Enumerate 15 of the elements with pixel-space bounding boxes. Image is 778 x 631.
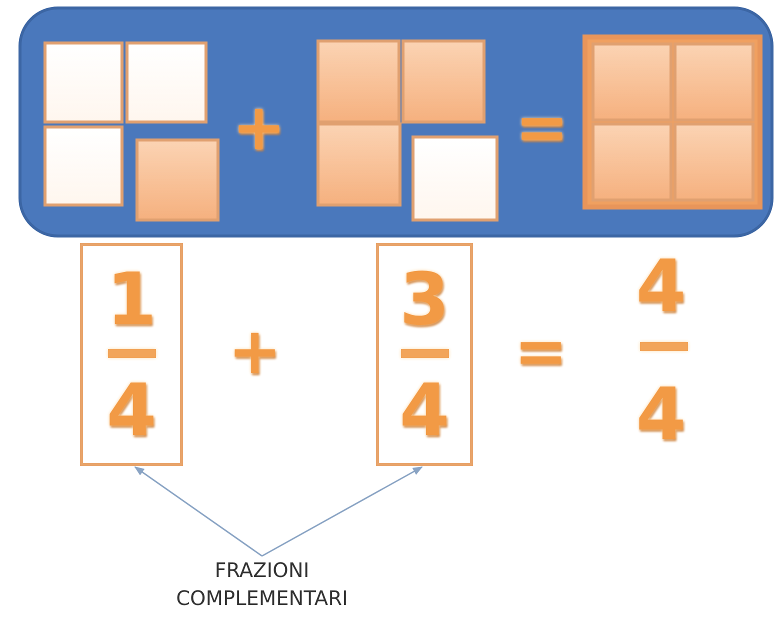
denominator: 4 <box>106 374 157 446</box>
numerator: 1 <box>106 263 157 335</box>
arrow <box>134 466 262 557</box>
denominator: 4 <box>636 378 686 450</box>
equals-sign: = <box>514 316 568 388</box>
caption-text: FRAZIONI COMPLEMENTARI <box>150 556 374 620</box>
fraction-box <box>80 243 183 466</box>
fraction-box <box>376 243 473 466</box>
numerator: 4 <box>636 250 686 322</box>
plus-sign: + <box>228 316 282 388</box>
numerator: 3 <box>399 263 450 335</box>
equals-sign: = <box>515 92 569 164</box>
plus-sign: + <box>232 92 286 164</box>
arrow <box>262 466 423 557</box>
denominator: 4 <box>399 374 450 446</box>
